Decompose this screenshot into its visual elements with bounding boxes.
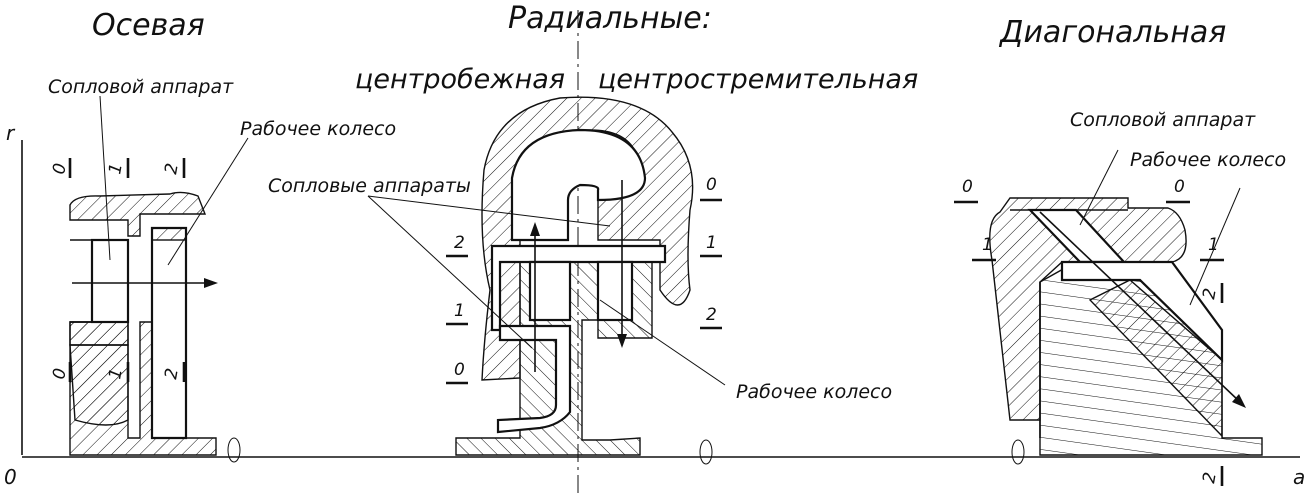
diagonal-flow-arrowhead (1232, 394, 1246, 408)
axial-wheel-label: Рабочее колесо (240, 118, 396, 140)
diagonal-mark-1-left: 1 (982, 235, 993, 255)
radial-blade-right (596, 260, 634, 322)
axial-hub-inner (69, 321, 129, 346)
heading-diagonal: Диагональная (998, 15, 1226, 50)
radial-mark-2-right: 2 (706, 305, 717, 325)
axial-flow-arrowhead (204, 278, 218, 288)
diagonal-nozzle-leader (1079, 149, 1119, 226)
axial-mark-0-bottom: 0 (49, 367, 71, 381)
axial-hub-lower (69, 344, 129, 426)
diagonal-mark-0-right: 0 (1174, 177, 1185, 197)
radial-nozzles-label: Сопловые аппараты (268, 175, 471, 197)
axial-mark-2-bottom: 2 (161, 367, 183, 381)
radial-mark-1-right: 1 (706, 233, 717, 253)
axial-rotation-icon (227, 437, 241, 463)
diagonal-wheel-label: Рабочее колесо (1130, 149, 1286, 171)
heading-centrifugal: центробежная (355, 64, 565, 95)
axial-mark-1-bottom: 1 (105, 367, 127, 381)
radial-wheel-leader (599, 299, 726, 386)
axial-wheel-blade (150, 226, 188, 440)
axial-wheel-leader (167, 137, 249, 266)
diagonal-turbine: 0 1 0 1 2 2 Сопловой аппарат Рабочее кол… (954, 109, 1286, 486)
diagonal-wheel-blade (1088, 279, 1223, 438)
axis-label-origin: 0 (4, 465, 17, 489)
radial-turbine: 2 1 0 0 1 2 Сопловые аппараты Рабочее ко… (268, 96, 892, 465)
diagonal-mark-2-bottom: 2 (1199, 471, 1221, 485)
heading-radial: Радиальные: (508, 1, 712, 36)
axial-turbine: 0 1 2 0 1 2 Сопловой аппарат Рабочее кол… (48, 76, 396, 463)
radial-rotation-icon (699, 439, 713, 465)
radial-mark-2-left: 2 (454, 233, 465, 253)
radial-nozzle-ring (490, 244, 667, 332)
diagonal-mark-1-right: 1 (1208, 235, 1219, 255)
radial-nozzle-leader-2 (367, 195, 533, 349)
axial-nozzle-leader (99, 95, 111, 261)
axial-wheel-shroud (151, 227, 187, 241)
diagonal-flow-arrow (1039, 211, 1241, 403)
diagonal-mark-2-top: 2 (1199, 287, 1221, 301)
axis-label-r: r (6, 121, 16, 145)
axial-mark-1-top: 1 (105, 162, 127, 176)
axis-label-a: a (1293, 465, 1305, 489)
radial-wheel-label: Рабочее колесо (736, 381, 892, 403)
radial-mark-0-left: 0 (454, 360, 465, 380)
radial-blade-left (528, 260, 572, 322)
radial-nozzle-leader-1 (367, 195, 611, 227)
radial-mark-1-left: 1 (454, 301, 465, 321)
axial-mark-2-top: 2 (161, 162, 183, 176)
diagonal-nozzle-label: Сопловой аппарат (1070, 109, 1256, 131)
heading-centripetal: центростремительная (598, 64, 918, 95)
diagonal-mark-0-left: 0 (962, 177, 973, 197)
radial-mark-0-right: 0 (706, 175, 717, 195)
radial-flow-up-head (530, 222, 540, 236)
axial-casing (69, 191, 207, 237)
diagonal-wheel-leader (1189, 187, 1241, 306)
diagonal-rotation-icon (1011, 439, 1025, 465)
axial-mark-0-top: 0 (49, 162, 71, 176)
radial-volute (510, 128, 647, 242)
axial-nozzle-label: Сопловой аппарат (48, 76, 234, 98)
heading-axial: Осевая (92, 8, 205, 43)
radial-flow-down-head (617, 334, 627, 348)
radial-exit-duct (496, 324, 572, 434)
